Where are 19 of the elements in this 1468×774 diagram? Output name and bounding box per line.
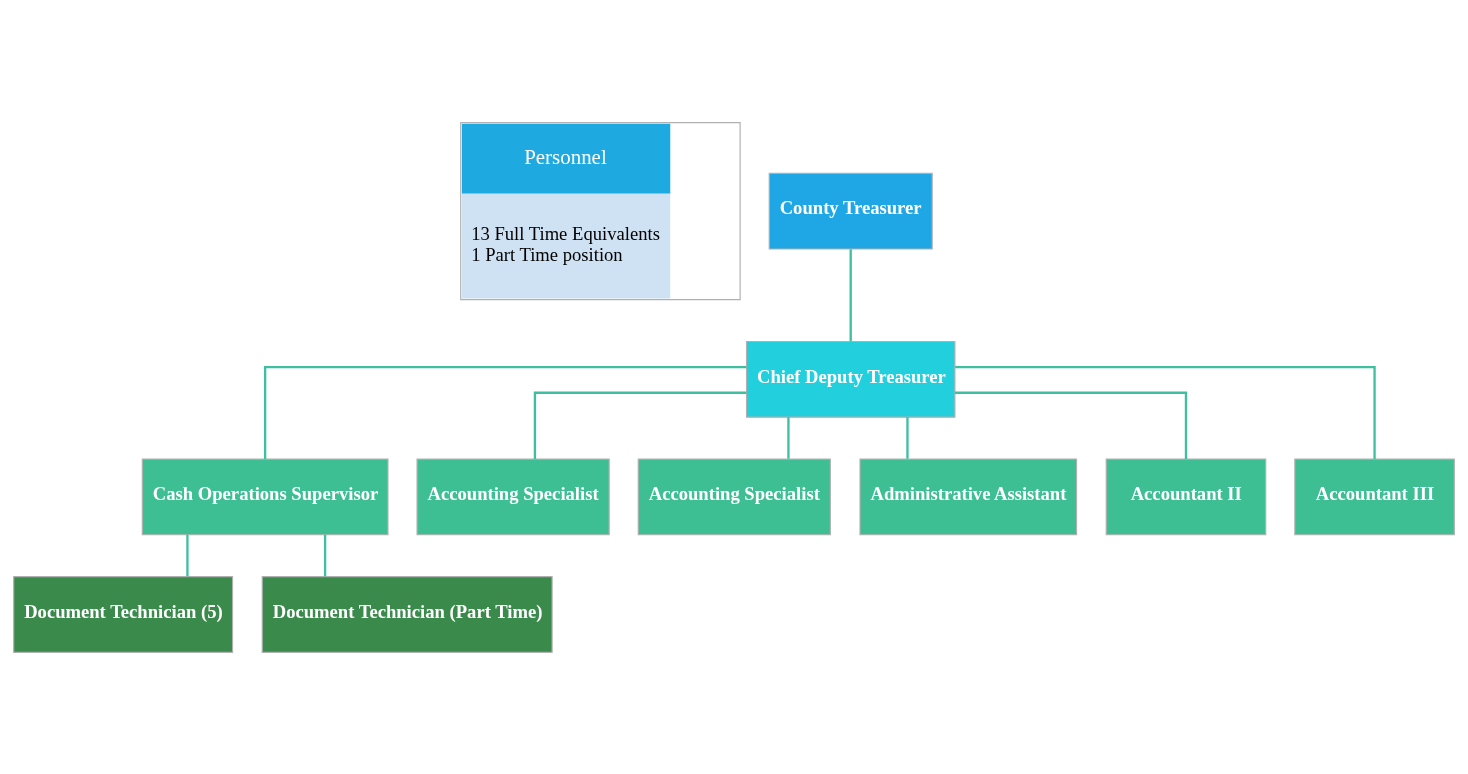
connector bbox=[263, 365, 747, 459]
connector bbox=[533, 391, 747, 459]
connector bbox=[787, 416, 790, 459]
connector bbox=[954, 391, 1188, 459]
node-box: Chief Deputy Treasurer bbox=[745, 340, 956, 418]
node-box: Accounting Specialist bbox=[637, 458, 831, 535]
node-box: Accountant II bbox=[1105, 458, 1267, 535]
connector bbox=[849, 248, 852, 341]
connector bbox=[323, 534, 327, 576]
connector bbox=[906, 416, 909, 459]
node-box: Accountant III bbox=[1294, 458, 1455, 535]
node-box: Administrative Assistant bbox=[859, 458, 1078, 535]
node-box: Accounting Specialist bbox=[416, 458, 610, 535]
connector bbox=[186, 534, 189, 576]
node-box: Document Technician (5) bbox=[13, 575, 234, 653]
connector bbox=[955, 365, 1376, 459]
node-box: Document Technician (Part Time) bbox=[261, 575, 553, 653]
node-box: Cash Operations Supervisor bbox=[141, 458, 389, 535]
node-box: County Treasurer bbox=[768, 172, 933, 250]
